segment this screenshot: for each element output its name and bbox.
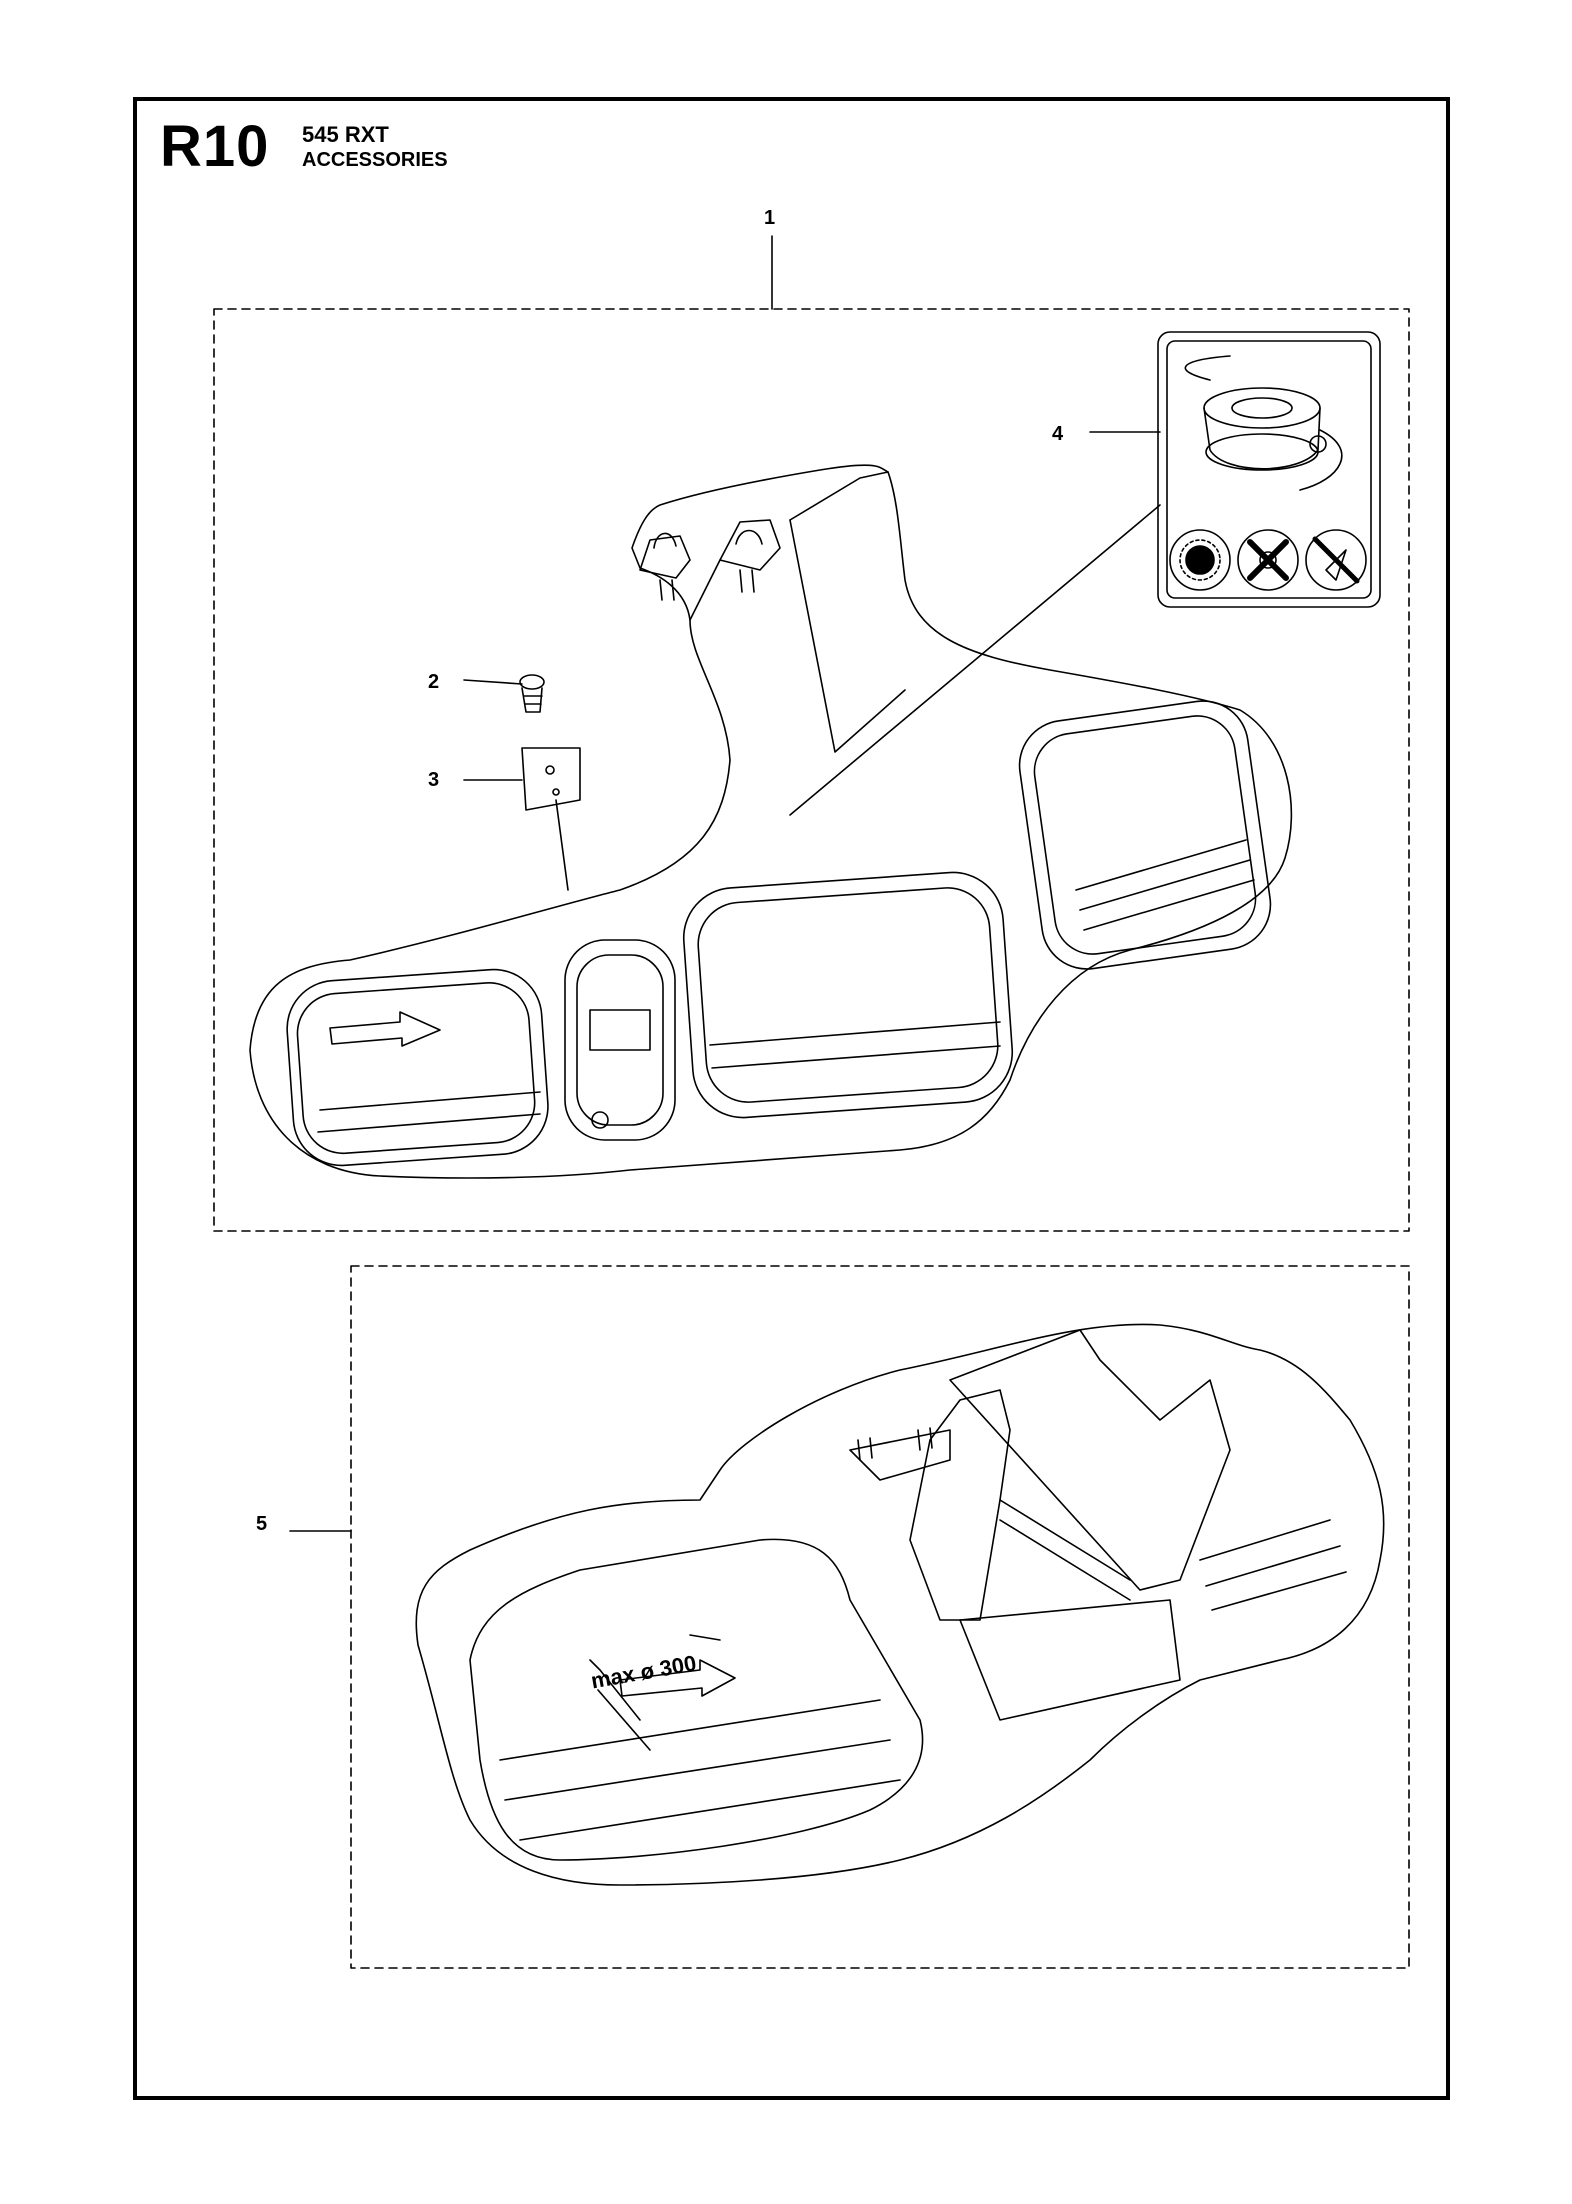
model-name: 545 RXT: [302, 122, 389, 147]
page-frame: [133, 97, 1450, 2100]
clip-nut-part: [463, 747, 581, 891]
trimmer-head-spool-icon: [1184, 355, 1343, 491]
trimmer-guard-top-view: [249, 464, 1293, 1179]
kit-5-dashed-box: [350, 1265, 1410, 1969]
kit-1-dashed-box: [213, 308, 1410, 1232]
callout-5[interactable]: 5: [256, 1513, 268, 1535]
max-diameter-decal: max ø 300: [589, 1650, 698, 1693]
trimmer-head-kit: [1157, 331, 1381, 608]
screw-part: [463, 674, 545, 713]
callout-1[interactable]: 1: [764, 207, 776, 229]
leader-4-pointer: [789, 504, 1161, 816]
trimmer-guard-underside: [415, 1323, 1385, 1886]
saw-blade-icon: [1169, 529, 1231, 591]
prohibited-blade-icon: [1305, 529, 1367, 591]
callout-4[interactable]: 4: [1052, 423, 1064, 445]
callout-2[interactable]: 2: [428, 671, 440, 693]
page-code: R10: [160, 114, 270, 179]
callout-3[interactable]: 3: [428, 769, 440, 791]
section-title: ACCESSORIES: [302, 149, 448, 171]
grass-blade-icon: [1237, 529, 1299, 591]
